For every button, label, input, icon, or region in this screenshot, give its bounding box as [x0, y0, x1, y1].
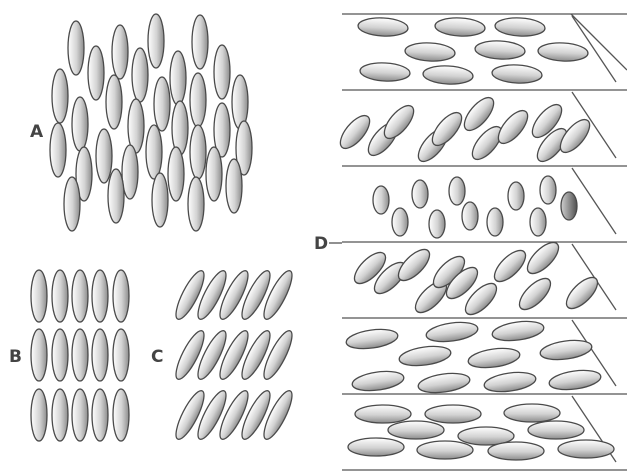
molecule-a [192, 15, 208, 69]
molecule-d [388, 421, 444, 439]
molecule-d [492, 64, 543, 85]
molecule-a [146, 125, 162, 179]
molecule-b [52, 329, 68, 381]
panel-c-label: C [151, 347, 163, 367]
molecule-d [495, 17, 546, 38]
molecule-b [113, 329, 129, 381]
molecule-b [113, 389, 129, 441]
panel-b-smectic-a [31, 270, 129, 441]
molecule-d [379, 101, 419, 143]
molecule-a [52, 69, 68, 123]
molecule-d [358, 17, 409, 38]
molecule-d [392, 208, 408, 236]
molecule-b [113, 270, 129, 322]
molecule-d [425, 405, 481, 423]
molecule-d [558, 440, 614, 458]
layer-depth-edge [572, 168, 616, 234]
molecule-b [31, 270, 47, 322]
molecule-a [148, 14, 164, 68]
molecule-b [72, 389, 88, 441]
molecule-a [108, 169, 124, 223]
molecule-d [449, 177, 465, 205]
molecule-d [539, 337, 593, 362]
molecule-d [504, 404, 560, 422]
molecule-d [528, 421, 584, 439]
molecule-a [64, 177, 80, 231]
molecule-b [92, 389, 108, 441]
molecule-b [52, 389, 68, 441]
molecule-b [31, 389, 47, 441]
molecule-d [405, 42, 456, 63]
molecule-a [72, 97, 88, 151]
molecule-d [425, 319, 479, 344]
molecule-d [508, 182, 524, 210]
molecule-b [72, 270, 88, 322]
molecule-d [355, 405, 411, 423]
molecule-a [206, 147, 222, 201]
molecule-d [548, 367, 602, 392]
molecule-a [188, 177, 204, 231]
molecule-d [351, 368, 405, 393]
molecule-a [226, 159, 242, 213]
molecule-d [538, 42, 589, 63]
molecule-d [429, 210, 445, 238]
molecule-a [50, 123, 66, 177]
panel-c-smectic-c [171, 268, 297, 443]
molecule-d [491, 318, 545, 343]
molecule-a [170, 51, 186, 105]
molecule-d [561, 272, 602, 313]
molecule-d [412, 180, 428, 208]
molecule-d [514, 273, 555, 314]
molecule-b [72, 329, 88, 381]
molecule-d [462, 202, 478, 230]
panel-a-label: A [30, 122, 44, 142]
molecule-d [522, 237, 563, 278]
molecule-a [132, 48, 148, 102]
molecule-d [345, 326, 399, 351]
molecule-b [31, 329, 47, 381]
molecule-b [92, 329, 108, 381]
layer-depth-edge [571, 14, 627, 70]
molecule-d [540, 176, 556, 204]
panel-b-label: B [9, 347, 22, 367]
molecule-a [88, 46, 104, 100]
molecule-b [52, 270, 68, 322]
molecule-a [190, 73, 206, 127]
molecule-d [475, 40, 526, 61]
molecule-d [488, 442, 544, 460]
molecule-d [427, 108, 467, 150]
molecule-a [96, 129, 112, 183]
molecule-d [398, 343, 452, 368]
molecule-d [348, 438, 404, 456]
molecule-d [423, 65, 474, 86]
molecule-a [152, 173, 168, 227]
molecule-d [373, 186, 389, 214]
molecule-d [487, 208, 503, 236]
molecule-d [417, 441, 473, 459]
molecule-d [483, 369, 537, 394]
panel-d-label: D [314, 234, 328, 254]
molecule-a [112, 25, 128, 79]
molecule-a [68, 21, 84, 75]
molecule-b [92, 270, 108, 322]
molecule-a [168, 147, 184, 201]
panel-a-nematic [50, 14, 252, 231]
panel-d-twisted-layers [335, 14, 627, 470]
molecule-d [467, 345, 521, 370]
molecule-d [417, 370, 471, 395]
molecule-d-highlight [561, 192, 577, 220]
molecule-a [214, 45, 230, 99]
molecule-a [154, 77, 170, 131]
molecule-d [530, 208, 546, 236]
molecule-d [489, 245, 530, 286]
molecule-d [435, 17, 486, 38]
molecule-a [190, 125, 206, 179]
molecule-a [106, 75, 122, 129]
molecule-d [360, 62, 411, 83]
